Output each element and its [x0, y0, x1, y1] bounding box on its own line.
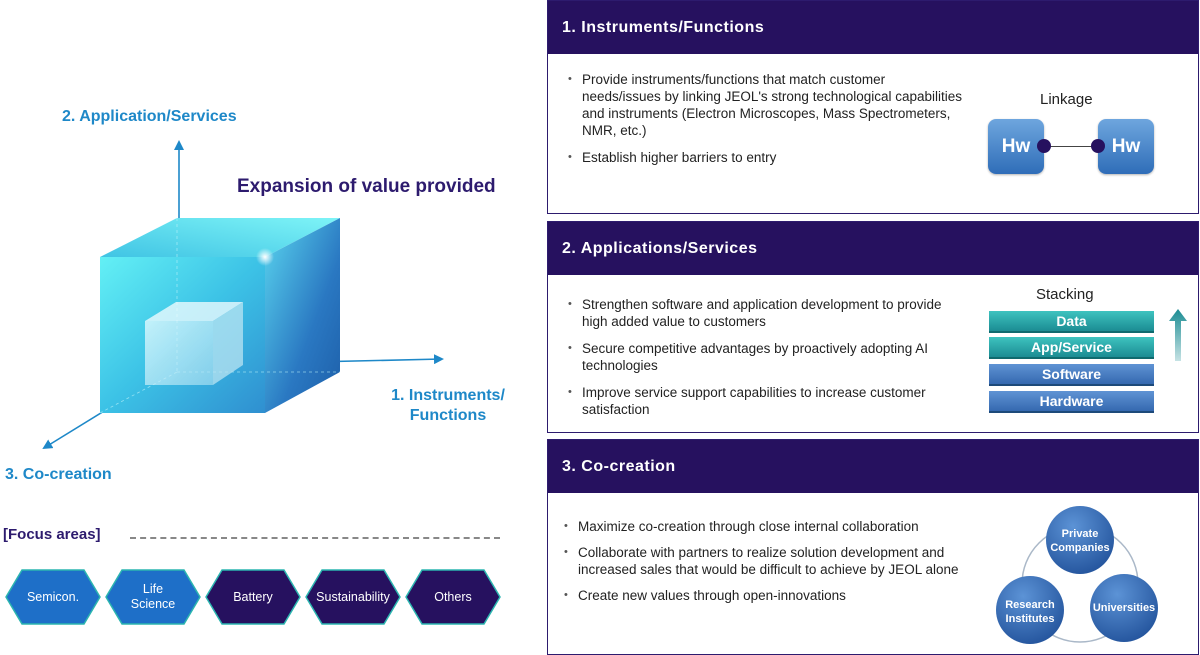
list-item: Create new values through open-innovatio…: [562, 587, 972, 604]
stack-layer-software: Software: [989, 364, 1154, 386]
cube-top-face: [100, 218, 340, 257]
label-private-companies: Private Companies: [1050, 528, 1110, 554]
panel-instruments-functions: 1. Instruments/Functions Provide instrum…: [547, 0, 1199, 214]
cube-highlight: [256, 248, 274, 266]
focus-semicon: Semicon.: [4, 568, 102, 626]
stack-layer-app-service: App/Service: [989, 337, 1154, 359]
inner-cube: [145, 302, 243, 385]
list-item: Maximize co-creation through close inter…: [562, 518, 972, 535]
focus-sustainability: Sustainability: [304, 568, 402, 626]
focus-battery: Battery: [204, 568, 302, 626]
hardware-box-right: Hw: [1098, 119, 1154, 174]
list-item: Strengthen software and application deve…: [566, 296, 966, 330]
circle-universities: [1090, 574, 1158, 642]
list-item: Establish higher barriers to entry: [566, 149, 966, 166]
stacking-title: Stacking: [1036, 286, 1094, 303]
list-item: Provide instruments/functions that match…: [566, 71, 966, 139]
linkage-dot-left: [1037, 139, 1051, 153]
list-item: Collaborate with partners to realize sol…: [562, 544, 972, 578]
panel-title: 3. Co-creation: [548, 440, 1198, 493]
focus-divider: [130, 537, 500, 539]
arrow-up-icon: [1169, 309, 1187, 361]
panel-title: 1. Instruments/Functions: [548, 1, 1198, 54]
list-item: Improve service support capabilities to …: [566, 384, 966, 418]
circle-research-institutes: [996, 576, 1064, 644]
cube-side-face: [265, 218, 340, 413]
expansion-label: Expansion of value provided: [237, 176, 496, 197]
panel-applications-services: 2. Applications/Services Strengthen soft…: [547, 221, 1199, 433]
bullet-list: Strengthen software and application deve…: [566, 296, 966, 428]
value-expansion-diagram: 2. Application/Services Expansion of val…: [0, 0, 545, 655]
bullet-list: Maximize co-creation through close inter…: [562, 518, 972, 613]
stack-layer-hardware: Hardware: [989, 391, 1154, 413]
linkage-line: [1044, 146, 1098, 147]
focus-areas-title: [Focus areas]: [3, 526, 101, 543]
circle-private-companies: [1046, 506, 1114, 574]
hardware-box-left: Hw: [988, 119, 1044, 174]
linkage-dot-right: [1091, 139, 1105, 153]
axis-label-co-creation: 3. Co-creation: [5, 466, 112, 483]
axis-label-instruments-functions: 1. Instruments/ Functions: [358, 386, 538, 426]
label-research-institutes: Research Institutes: [1005, 599, 1055, 625]
label-universities: Universities: [1092, 602, 1156, 614]
stack-layer-data: Data: [989, 311, 1154, 333]
panel-co-creation: 3. Co-creation Maximize co-creation thro…: [547, 439, 1199, 655]
axis-x-line2: Functions: [409, 407, 487, 424]
axis-label-application-services: 2. Application/Services: [62, 108, 237, 125]
cube-axes-graphic: [42, 140, 444, 450]
co-creation-cycle-graphic: [996, 506, 1158, 644]
linkage-title: Linkage: [1040, 91, 1093, 108]
panel-title: 2. Applications/Services: [548, 222, 1198, 275]
bullet-list: Provide instruments/functions that match…: [566, 71, 966, 176]
focus-others: Others: [404, 568, 502, 626]
axis-x-line1: 1. Instruments/: [391, 387, 505, 404]
list-item: Secure competitive advantages by proacti…: [566, 340, 966, 374]
